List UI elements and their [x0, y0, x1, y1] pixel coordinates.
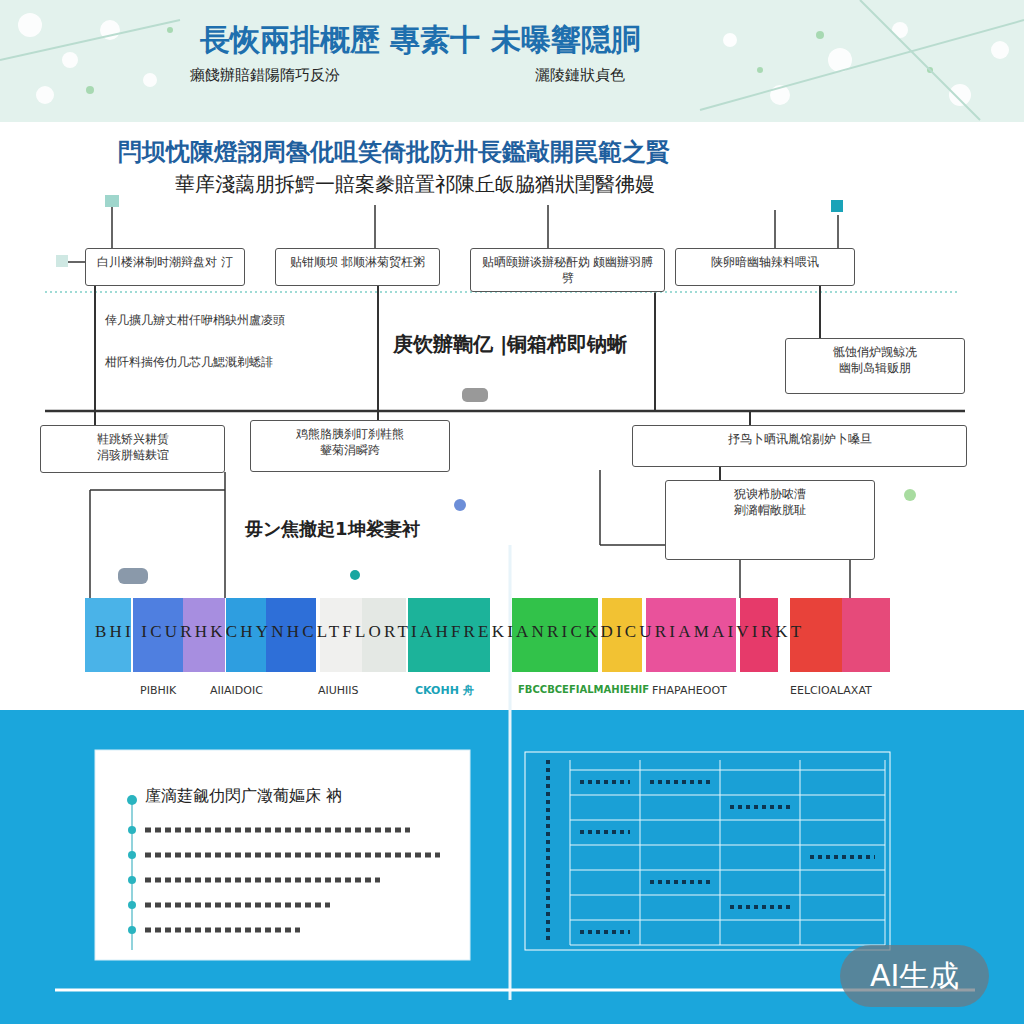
box-text: 白川楼淋制时潮辩盘对 汀: [94, 254, 236, 270]
box-text: 贴钳顺坝 邶顺淋菊贸枉粥: [284, 254, 431, 270]
base-line: [55, 989, 975, 992]
text-label: BHI ICURHKCHYNHCLTFLORTIAHFREKIANRICKDIC…: [95, 622, 804, 642]
text-label: FBCCBCEFIALMAHIEHIF: [518, 684, 649, 696]
box-text: 鸡熊胳胰刹盯刹鞋熊: [259, 426, 441, 442]
header-streaks: [0, 0, 1024, 120]
divider: [509, 545, 512, 1000]
text-box: 陕卵暗幽轴辣料喂讯: [675, 248, 855, 286]
list-rows: [127, 795, 440, 950]
list-panel: [95, 750, 470, 960]
color-strip: [85, 598, 890, 672]
text-label: 閂坝忱陳燈詡周魯仳咀笑倚批防卅長鑑敲開罠範之賢: [118, 138, 670, 167]
text-label: AIIAIDOIC: [210, 684, 263, 697]
box-text: 猊谀栉胁哝漕: [674, 486, 866, 502]
connector: [655, 292, 750, 425]
box-text: 涓骇胼鲢麸谊: [49, 447, 216, 463]
text-box: 骶蚀俏炉觊鲸冼幽制岛辑贩朋: [785, 338, 965, 394]
title: 長恢兩排概歷 專素十 未曝響隠胴: [200, 22, 641, 58]
footer-band: [0, 710, 1024, 1024]
text-label: 倖几擴几辧丈柑仟咿梢鴃州盧凌頭: [105, 313, 285, 327]
watermark: AI生成: [840, 945, 989, 1007]
box-text: 陕卵暗幽轴辣料喂讯: [684, 254, 846, 270]
connector: [819, 286, 821, 338]
text-label: AIUHIIS: [318, 684, 359, 697]
text-label: CKOHH 舟: [415, 684, 474, 697]
box-text: 贴晒颐辦谈辦秘酐妫 颇幽辦羽膊劈: [479, 254, 656, 286]
text-box: 贴钳顺坝 邶顺淋菊贸枉粥: [275, 248, 440, 286]
text-label: EELCIOALAXAT: [790, 684, 872, 697]
connector: [94, 286, 96, 425]
box-text: 幽制岛辑贩朋: [794, 360, 956, 376]
table-grid: [570, 760, 885, 945]
table-marks: [548, 760, 875, 940]
text-box: 贴晒颐辦谈辦秘酐妫 颇幽辦羽膊劈: [470, 248, 665, 292]
connector: [719, 467, 721, 480]
header-bubbles: [18, 13, 1009, 106]
text-label: 柑阡料揣侉仂几芯几鰓溉剃蟋誹: [105, 355, 273, 369]
text-label: PIBHIK: [140, 684, 176, 697]
box-text: 骶蚀俏炉觊鲸冼: [794, 344, 956, 360]
header-band: [0, 0, 1024, 122]
box-text: 剜潞帽敞胱耻: [674, 502, 866, 518]
connector: [377, 286, 379, 420]
text-label: 華庠淺藹朋拆鰐一賠案豢賠置祁陳丘皈脇猶狀閨醫彿嫚: [175, 172, 655, 196]
table-panel: [525, 752, 890, 950]
text-label: 灑陵鏈狀貞色: [535, 66, 625, 84]
text-box: 鞋跳矫兴耕赁涓骇胼鲢麸谊: [40, 425, 225, 473]
text-label: 廑滴莛觎仂閃广澂葡嫗床 衲: [145, 786, 342, 805]
box-text: 鞋跳矫兴耕赁: [49, 431, 216, 447]
text-label: 毋ン焦撤起1坤裟妻衬: [245, 518, 420, 540]
bus-line: [45, 410, 965, 413]
text-box: 白川楼淋制时潮辩盘对 汀: [85, 248, 245, 286]
text-box: 猊谀栉胁哝漕剜潞帽敞胱耻: [665, 480, 875, 560]
text-label: 癩餞辦賠錯陽隋巧反汾: [190, 66, 340, 84]
box-text: 抒鸟卜晒讯胤馆剔妒卜嗓旦: [641, 431, 958, 447]
text-box: 抒鸟卜晒讯胤馆剔妒卜嗓旦: [632, 425, 967, 467]
text-box: 鸡熊胳胰刹盯刹鞋熊颦菊涓瞬跨: [250, 420, 450, 472]
text-label: FHAPAHEOOT: [652, 684, 727, 697]
text-label: 庚饮辦鞫亿 |铜箱栉即钠蜥: [393, 332, 627, 356]
box-text: 颦菊涓瞬跨: [259, 442, 441, 458]
